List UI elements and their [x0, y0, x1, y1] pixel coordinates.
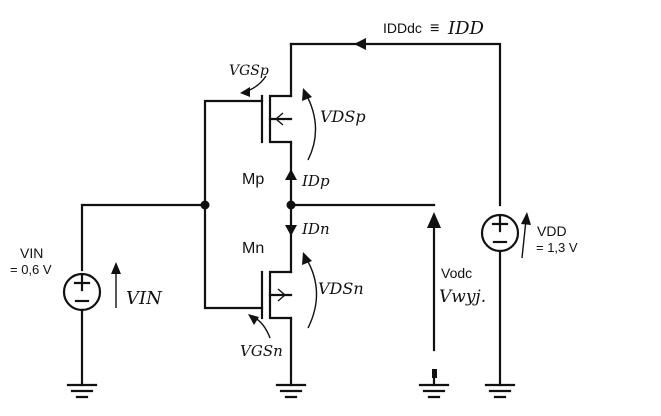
- vodc-label: Vodc: [441, 265, 472, 281]
- vdsp-label: VDSp: [320, 107, 366, 126]
- ground-symbol-output: [418, 383, 450, 399]
- gate-wiring: [203, 99, 264, 310]
- idn-arrow: [285, 225, 297, 236]
- ground-symbol-vdd: [484, 383, 516, 399]
- vdd-hand-arrow: [521, 212, 531, 259]
- idd-equiv-sign: ≡: [430, 20, 439, 37]
- vin-hand-arrow: [111, 262, 121, 308]
- mp-label: Mp: [242, 171, 264, 188]
- vgsn-curved-arrow: [248, 314, 271, 339]
- vdsn-curved-arrow: [302, 252, 318, 329]
- vodc-arrow: [427, 212, 441, 352]
- vgsp-curved-arrow: [240, 75, 267, 97]
- vwyj-label: Vwyj.: [439, 287, 486, 307]
- vdsp-curved-arrow: [302, 88, 317, 161]
- nmos-transistor-mn: [260, 270, 293, 320]
- vdd-value-label: = 1,3 V: [536, 240, 578, 255]
- vdsn-label: VDSn: [318, 279, 364, 298]
- idd-hand-label: IDD: [447, 18, 485, 39]
- idd-current-arrow: [354, 38, 366, 50]
- vin-hand-label: VIN: [126, 288, 163, 309]
- idn-label: IDn: [301, 220, 330, 238]
- idd-dc-label: IDDdc: [383, 20, 422, 36]
- ground-symbol-vin: [66, 383, 98, 399]
- vdd-name-label: VDD: [537, 223, 567, 239]
- vin-value-label: = 0,6 V: [10, 262, 52, 277]
- vin-voltage-source: [62, 272, 102, 312]
- mn-label: Mn: [242, 240, 264, 257]
- vgsp-label: VGSp: [229, 63, 269, 79]
- idp-label: IDp: [301, 172, 330, 190]
- vin-name-label: VIN: [20, 245, 43, 261]
- vin-wire: [80, 203, 207, 272]
- output-terminal-marker: [432, 369, 437, 378]
- ground-symbol-mn: [275, 383, 307, 399]
- vdd-voltage-source: [480, 213, 520, 253]
- pmos-transistor-mp: [260, 94, 293, 144]
- vgsn-label: VGSn: [240, 342, 283, 360]
- idp-arrow: [285, 169, 297, 180]
